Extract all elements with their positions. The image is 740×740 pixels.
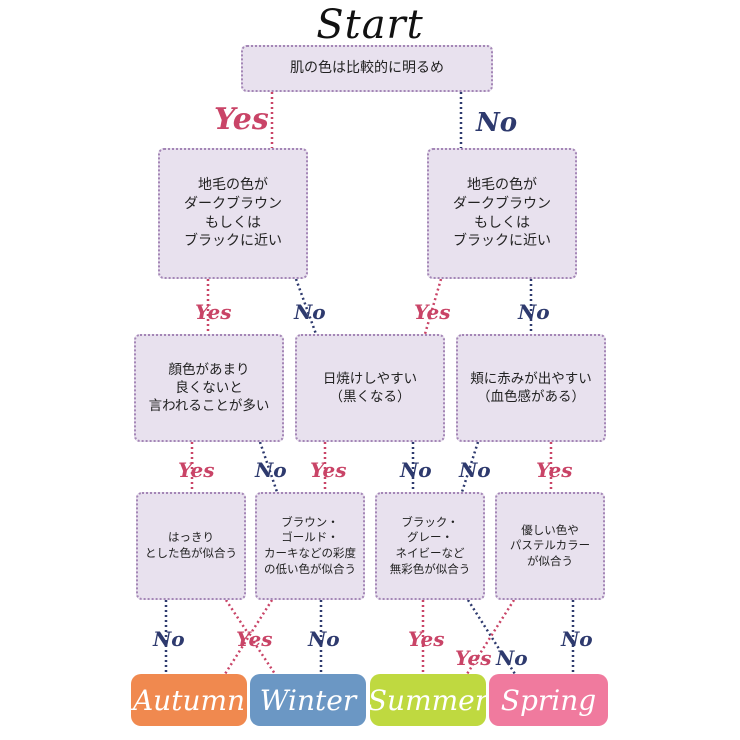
no-label: No <box>308 627 340 651</box>
question-skin-brightness: 肌の色は比較的に明るめ <box>241 45 493 92</box>
no-label: No <box>518 300 550 324</box>
no-label: No <box>561 627 593 651</box>
question-hair-color-left: 地毛の色が ダークブラウン もしくは ブラックに近い <box>158 148 308 279</box>
yes-label: Yes <box>236 627 273 651</box>
no-label: No <box>476 108 518 138</box>
yes-label: Yes <box>455 646 492 670</box>
question-complexion: 顔色があまり 良くないと 言われることが多い <box>134 334 284 442</box>
season-winter: Winter <box>250 674 366 726</box>
start-title: Start <box>316 2 424 48</box>
question-flushed-cheeks: 頬に赤みが出やすい （血色感がある） <box>456 334 606 442</box>
no-label: No <box>294 300 326 324</box>
no-label: No <box>496 646 528 670</box>
no-label: No <box>153 627 185 651</box>
yes-label: Yes <box>536 458 573 482</box>
season-summer: Summer <box>368 674 488 726</box>
result-muted-colors: ブラウン・ ゴールド・ カーキなどの彩度 の低い色が似合う <box>255 492 365 600</box>
yes-label: Yes <box>310 458 347 482</box>
no-label: No <box>459 458 491 482</box>
season-spring: Spring <box>489 674 608 726</box>
result-achromatic-colors: ブラック・ グレー・ ネイビーなど 無彩色が似合う <box>375 492 485 600</box>
no-label: No <box>400 458 432 482</box>
season-autumn: Autumn <box>131 674 247 726</box>
yes-label: Yes <box>414 300 451 324</box>
yes-label: Yes <box>178 458 215 482</box>
result-clear-colors: はっきり とした色が似合う <box>136 492 246 600</box>
question-hair-color-right: 地毛の色が ダークブラウン もしくは ブラックに近い <box>427 148 577 279</box>
yes-label: Yes <box>408 627 445 651</box>
result-pastel-colors: 優しい色や パステルカラー が似合う <box>495 492 605 600</box>
yes-label: Yes <box>214 102 269 137</box>
question-tans-easily: 日焼けしやすい （黒くなる） <box>295 334 445 442</box>
yes-label: Yes <box>195 300 232 324</box>
no-label: No <box>255 458 287 482</box>
